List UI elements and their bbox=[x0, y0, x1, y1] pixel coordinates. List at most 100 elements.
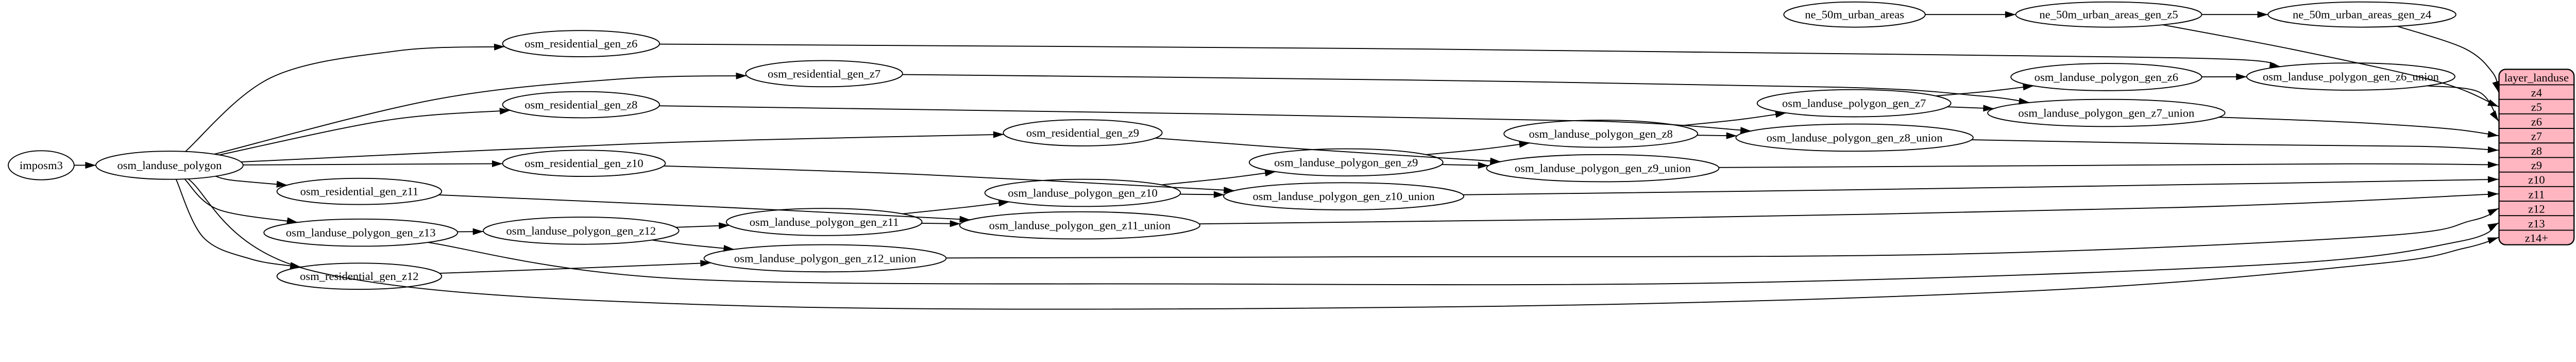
node-label-osm_residential_gen_z6: osm_residential_gen_z6 bbox=[524, 37, 637, 50]
node-ne_50m_urban_areas_gen_z4: ne_50m_urban_areas_gen_z4 bbox=[2267, 1, 2456, 28]
node-osm_residential_gen_z6: osm_residential_gen_z6 bbox=[502, 30, 660, 57]
node-label-osm_landuse_polygon_gen_z7_union: osm_landuse_polygon_gen_z7_union bbox=[2018, 106, 2194, 119]
node-osm_landuse_polygon_gen_z12: osm_landuse_polygon_gen_z12 bbox=[483, 217, 680, 245]
node-osm_landuse_polygon_gen_z11_union: osm_landuse_polygon_gen_z11_union bbox=[959, 211, 1200, 240]
edge-osm_landuse_polygon_gen_z10-to-osm_landuse_polygon_gen_z9 bbox=[1161, 170, 1276, 186]
edge-osm_residential_gen_z6-to-osm_landuse_polygon_gen_z6_union bbox=[659, 43, 2281, 69]
node-label-osm_landuse_polygon_gen_z11_union: osm_landuse_polygon_gen_z11_union bbox=[989, 219, 1171, 232]
node-label-osm_landuse_polygon_gen_z13: osm_landuse_polygon_gen_z13 bbox=[286, 226, 436, 239]
node-label-osm_landuse_polygon_gen_z7: osm_landuse_polygon_gen_z7 bbox=[1782, 97, 1926, 110]
edge-osm_landuse_polygon_gen_z8_union-to-layer_landuse-z8 bbox=[1971, 139, 2499, 153]
node-osm_landuse_polygon_gen_z9: osm_landuse_polygon_gen_z9 bbox=[1248, 148, 1444, 177]
edge-osm_landuse_polygon_gen_z9_union-to-layer_landuse-z9 bbox=[1719, 161, 2499, 169]
edge-osm_landuse_polygon-to-osm_residential_gen_z9 bbox=[241, 131, 1004, 162]
node-osm_landuse_polygon: osm_landuse_polygon bbox=[95, 151, 244, 180]
node-label-osm_residential_gen_z8: osm_residential_gen_z8 bbox=[524, 98, 637, 111]
table-row-z4: z4 bbox=[2531, 86, 2542, 99]
table-row-z5: z5 bbox=[2531, 101, 2542, 113]
node-label-imposm3: imposm3 bbox=[20, 159, 63, 172]
etl-diagram: imposm3 osm_landuse_polygon osm_residentia… bbox=[8, 1, 2575, 310]
edge-osm_residential_gen_z9-to-osm_landuse_polygon_gen_z9_union bbox=[1155, 137, 1501, 164]
edge-osm_landuse_polygon-to-osm_residential_gen_z11 bbox=[215, 175, 287, 188]
node-osm_landuse_polygon_gen_z7_union: osm_landuse_polygon_gen_z7_union bbox=[1987, 98, 2226, 127]
node-osm_residential_gen_z10: osm_residential_gen_z10 bbox=[502, 150, 666, 177]
edge-osm_landuse_polygon-to-osm_residential_gen_z8 bbox=[219, 108, 511, 156]
node-label-osm_landuse_polygon_gen_z12: osm_landuse_polygon_gen_z12 bbox=[506, 224, 656, 237]
node-label-osm_landuse_polygon_gen_z11: osm_landuse_polygon_gen_z11 bbox=[750, 216, 899, 228]
node-shape-osm_residential_gen_z12 bbox=[276, 262, 443, 290]
node-label-osm_landuse_polygon_gen_z10: osm_landuse_polygon_gen_z10 bbox=[1008, 187, 1158, 200]
edge-osm_residential_gen_z12-to-osm_landuse_polygon_gen_z12_union bbox=[439, 259, 711, 274]
node-osm_landuse_polygon_gen_z6_union: osm_landuse_polygon_gen_z6_union bbox=[2246, 62, 2455, 91]
node-osm_landuse_polygon_gen_z10: osm_landuse_polygon_gen_z10 bbox=[984, 178, 1181, 207]
edge-osm_landuse_polygon_gen_z7-to-osm_landuse_polygon_gen_z7_union bbox=[1947, 105, 1994, 112]
table-row-z14+: z14+ bbox=[2525, 232, 2548, 244]
node-label-osm_residential_gen_z7: osm_residential_gen_z7 bbox=[768, 67, 880, 80]
edge-osm_landuse_polygon_gen_z13-to-layer_landuse-z13 bbox=[428, 222, 2499, 286]
edge-osm_landuse_polygon_gen_z8-to-osm_landuse_polygon_gen_z7 bbox=[1679, 111, 1786, 126]
node-shape-osm_residential_gen_z6 bbox=[502, 30, 660, 57]
node-label-osm_residential_gen_z10: osm_residential_gen_z10 bbox=[524, 157, 643, 170]
node-shape-osm_landuse_polygon_gen_z7_union bbox=[1987, 98, 2226, 127]
node-osm_residential_gen_z9: osm_residential_gen_z9 bbox=[1003, 119, 1163, 146]
node-label-osm_landuse_polygon_gen_z8: osm_landuse_polygon_gen_z8 bbox=[1529, 127, 1672, 140]
node-osm_landuse_polygon_gen_z7: osm_landuse_polygon_gen_z7 bbox=[1756, 89, 1952, 118]
node-label-ne_50m_urban_areas_gen_z4: ne_50m_urban_areas_gen_z4 bbox=[2293, 8, 2431, 21]
graph-svg: imposm3 osm_landuse_polygon osm_residentia… bbox=[8, 1, 2575, 310]
node-label-ne_50m_urban_areas_gen_z5: ne_50m_urban_areas_gen_z5 bbox=[2039, 8, 2178, 21]
node-osm_landuse_polygon_gen_z13: osm_landuse_polygon_gen_z13 bbox=[263, 218, 459, 247]
edge-osm_landuse_polygon_gen_z9-to-osm_landuse_polygon_gen_z8 bbox=[1426, 141, 1530, 155]
edge-osm_landuse_polygon_gen_z12-to-osm_landuse_polygon_gen_z11 bbox=[675, 222, 730, 229]
node-label-osm_residential_gen_z11: osm_residential_gen_z11 bbox=[300, 185, 419, 198]
node-osm_landuse_polygon_gen_z9_union: osm_landuse_polygon_gen_z9_union bbox=[1486, 154, 1720, 183]
node-osm_landuse_polygon_gen_z8: osm_landuse_polygon_gen_z8 bbox=[1503, 120, 1699, 148]
table-row-z11: z11 bbox=[2529, 188, 2545, 201]
nodes-layer: imposm3 osm_landuse_polygon osm_residentia… bbox=[8, 1, 2456, 290]
edges-layer bbox=[74, 11, 2499, 310]
node-shape-osm_landuse_polygon_gen_z13 bbox=[263, 218, 459, 247]
node-osm_landuse_polygon_gen_z10_union: osm_landuse_polygon_gen_z10_union bbox=[1223, 182, 1465, 210]
node-label-ne_50m_urban_areas: ne_50m_urban_areas bbox=[1805, 8, 1904, 21]
edge-osm_landuse_polygon_gen_z7-to-osm_landuse_polygon_gen_z6 bbox=[1936, 84, 2034, 97]
edge-osm_landuse_polygon_gen_z10_union-to-layer_landuse-z10 bbox=[1463, 176, 2499, 195]
node-osm_landuse_polygon_gen_z8_union: osm_landuse_polygon_gen_z8_union bbox=[1735, 123, 1974, 152]
node-shape-osm_landuse_polygon_gen_z8 bbox=[1503, 120, 1699, 148]
edge-osm_residential_gen_z8-to-osm_landuse_polygon_gen_z8_union bbox=[659, 105, 1751, 134]
table-row-z9: z9 bbox=[2531, 159, 2542, 172]
edge-osm_residential_gen_z11-to-osm_landuse_polygon_gen_z11_union bbox=[438, 194, 971, 223]
node-osm_landuse_polygon_gen_z6: osm_landuse_polygon_gen_z6 bbox=[2010, 63, 2202, 91]
node-osm_residential_gen_z7: osm_residential_gen_z7 bbox=[745, 60, 903, 88]
table-row-z7: z7 bbox=[2531, 130, 2542, 143]
edge-osm_landuse_polygon_gen_z12_union-to-layer_landuse-z12 bbox=[946, 208, 2499, 259]
edge-osm_residential_gen_z7-to-osm_landuse_polygon_gen_z7_union bbox=[902, 74, 2030, 105]
node-label-osm_landuse_polygon_gen_z6: osm_landuse_polygon_gen_z6 bbox=[2035, 71, 2178, 84]
node-osm_landuse_polygon_gen_z12_union: osm_landuse_polygon_gen_z12_union bbox=[703, 244, 947, 273]
node-osm_residential_gen_z11: osm_residential_gen_z11 bbox=[276, 177, 443, 205]
table-row-z10: z10 bbox=[2528, 173, 2545, 186]
edge-osm_landuse_polygon_gen_z9-to-osm_landuse_polygon_gen_z9_union bbox=[1442, 162, 1489, 169]
edge-osm_landuse_polygon_gen_z7_union-to-layer_landuse-z7 bbox=[2218, 117, 2499, 138]
node-ne_50m_urban_areas_gen_z5: ne_50m_urban_areas_gen_z5 bbox=[2015, 1, 2202, 28]
edge-osm_landuse_polygon_gen_z11-to-osm_landuse_polygon_gen_z10 bbox=[902, 200, 1010, 215]
node-label-osm_landuse_polygon_gen_z10_union: osm_landuse_polygon_gen_z10_union bbox=[1252, 190, 1434, 203]
edge-osm_landuse_polygon_gen_z12-to-osm_landuse_polygon_gen_z12_union bbox=[652, 239, 735, 252]
table-row-z8: z8 bbox=[2531, 144, 2542, 157]
node-label-osm_landuse_polygon_gen_z9_union: osm_landuse_polygon_gen_z9_union bbox=[1515, 162, 1691, 175]
edge-osm_landuse_polygon-to-osm_residential_gen_z10 bbox=[243, 160, 503, 168]
node-shape-osm_landuse_polygon_gen_z7 bbox=[1756, 89, 1952, 118]
node-shape-osm_landuse_polygon_gen_z9 bbox=[1248, 148, 1444, 177]
table-layer_landuse: layer_landusez4z5z6z7z8z9z10z11z12z13z14… bbox=[2498, 69, 2575, 245]
edge-osm_landuse_polygon-to-osm_residential_gen_z6 bbox=[185, 43, 505, 152]
edge-osm_landuse_polygon-to-osm_residential_gen_z12 bbox=[175, 179, 301, 269]
node-osm_residential_gen_z12: osm_residential_gen_z12 bbox=[276, 262, 443, 290]
table-row-z6: z6 bbox=[2531, 115, 2542, 128]
node-imposm3: imposm3 bbox=[8, 150, 75, 180]
node-label-osm_landuse_polygon_gen_z9: osm_landuse_polygon_gen_z9 bbox=[1274, 156, 1418, 169]
edge-osm_landuse_polygon_gen_z10-to-osm_landuse_polygon_gen_z10_union bbox=[1180, 191, 1225, 198]
node-shape-osm_landuse_polygon_gen_z10 bbox=[984, 178, 1181, 207]
node-label-osm_landuse_polygon_gen_z12_union: osm_landuse_polygon_gen_z12_union bbox=[734, 252, 916, 265]
node-shape-osm_residential_gen_z11 bbox=[276, 177, 443, 205]
node-label-osm_residential_gen_z9: osm_residential_gen_z9 bbox=[1026, 126, 1139, 139]
edge-ne_50m_urban_areas_gen_z4-to-layer_landuse-z4 bbox=[2397, 25, 2499, 92]
edge-osm_landuse_polygon_gen_z8-to-osm_landuse_polygon_gen_z8_union bbox=[1697, 132, 1737, 139]
